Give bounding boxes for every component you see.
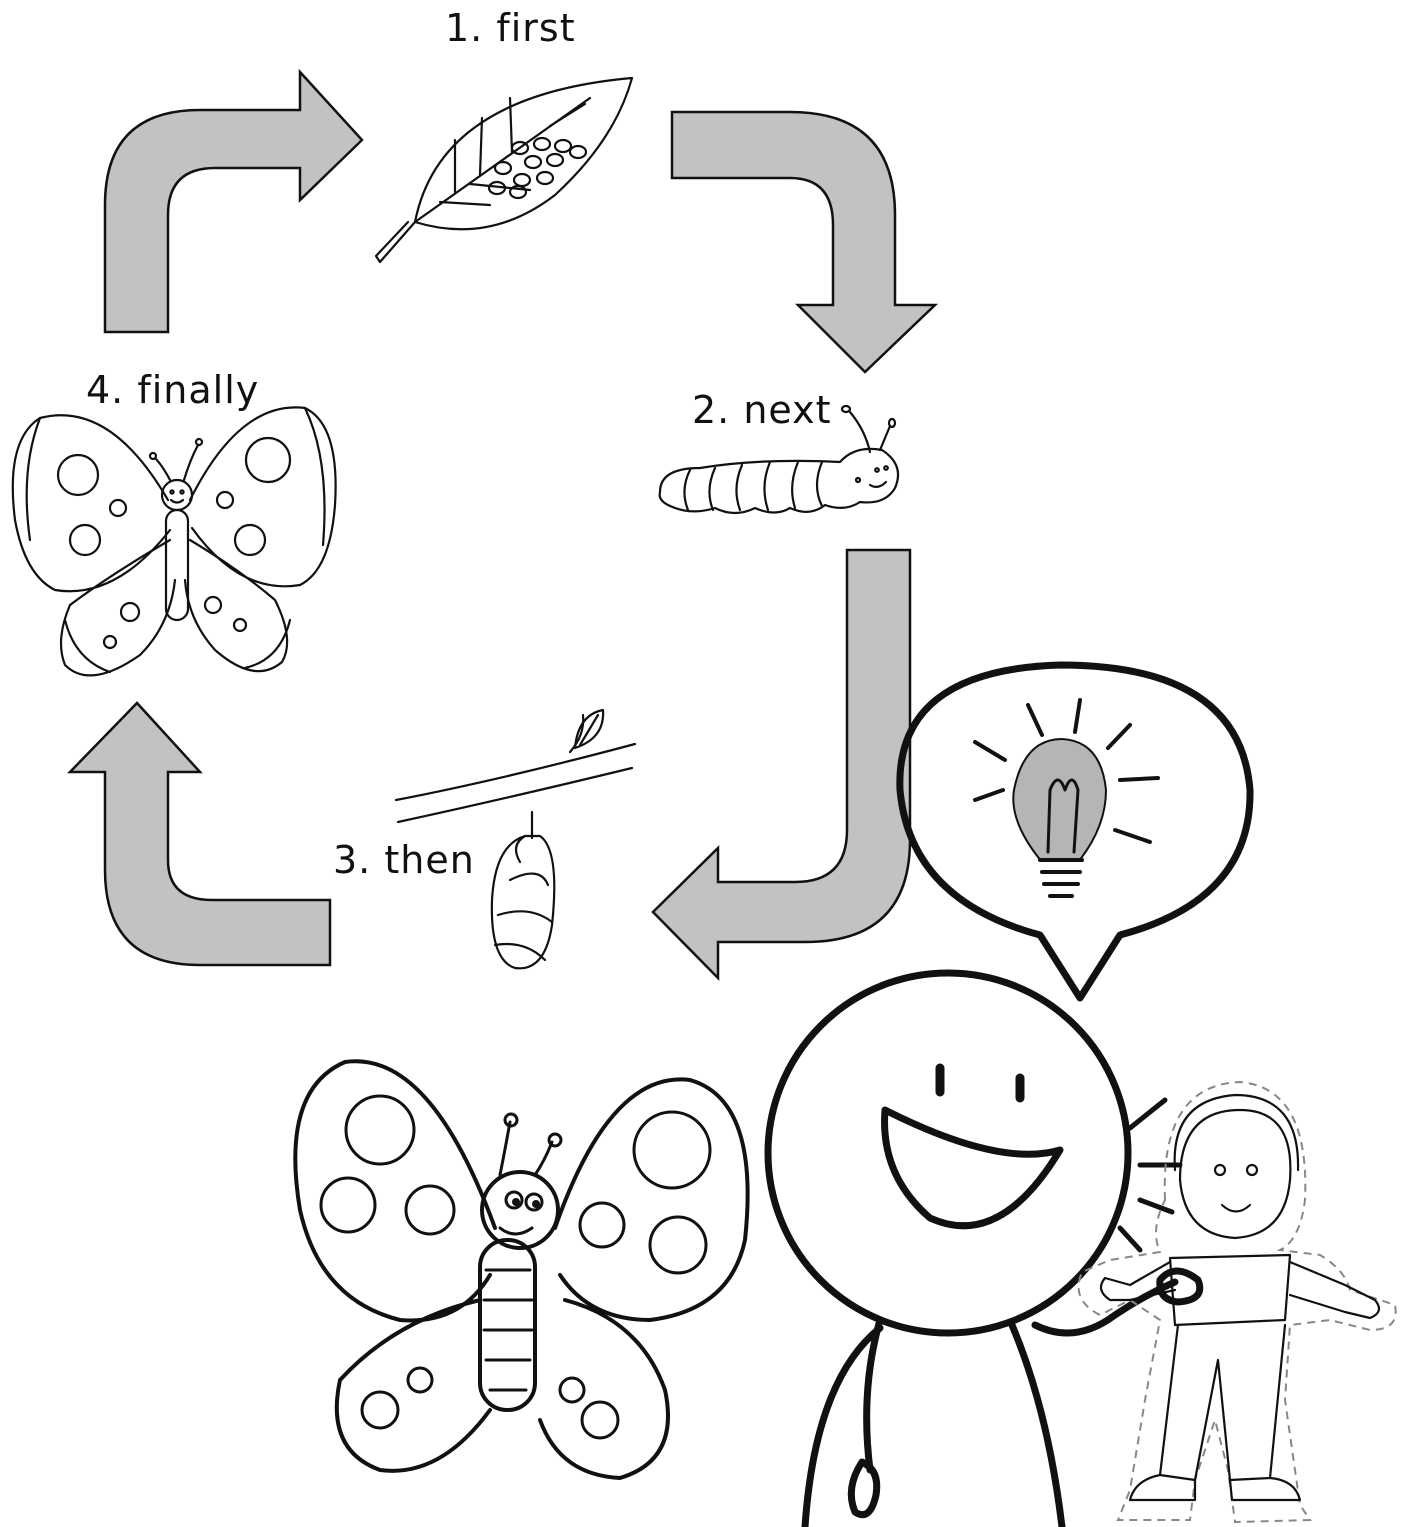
egg-cluster [487,136,588,200]
stage-label-finally: 4. finally [86,368,260,412]
butterfly-icon [11,406,337,677]
chrysalis-icon [394,708,637,970]
large-butterfly-icon [293,1059,750,1480]
leaf-with-eggs-icon [374,76,634,264]
stage-label-next: 2. next [692,388,832,432]
stage-label-first: 1. first [445,6,576,50]
arrow-first-to-next [670,110,939,374]
arrow-finally-to-first [103,68,364,334]
caterpillar-icon [658,404,900,515]
speech-bubble-icon [896,661,1254,1002]
stick-figure-icon [764,969,1204,1527]
light-bulb-icon [973,698,1160,898]
stage-label-then: 3. then [333,838,475,882]
arrow-then-to-finally [67,701,332,967]
boy-cutout-icon [1077,1080,1397,1524]
arrow-next-to-then [651,548,912,982]
